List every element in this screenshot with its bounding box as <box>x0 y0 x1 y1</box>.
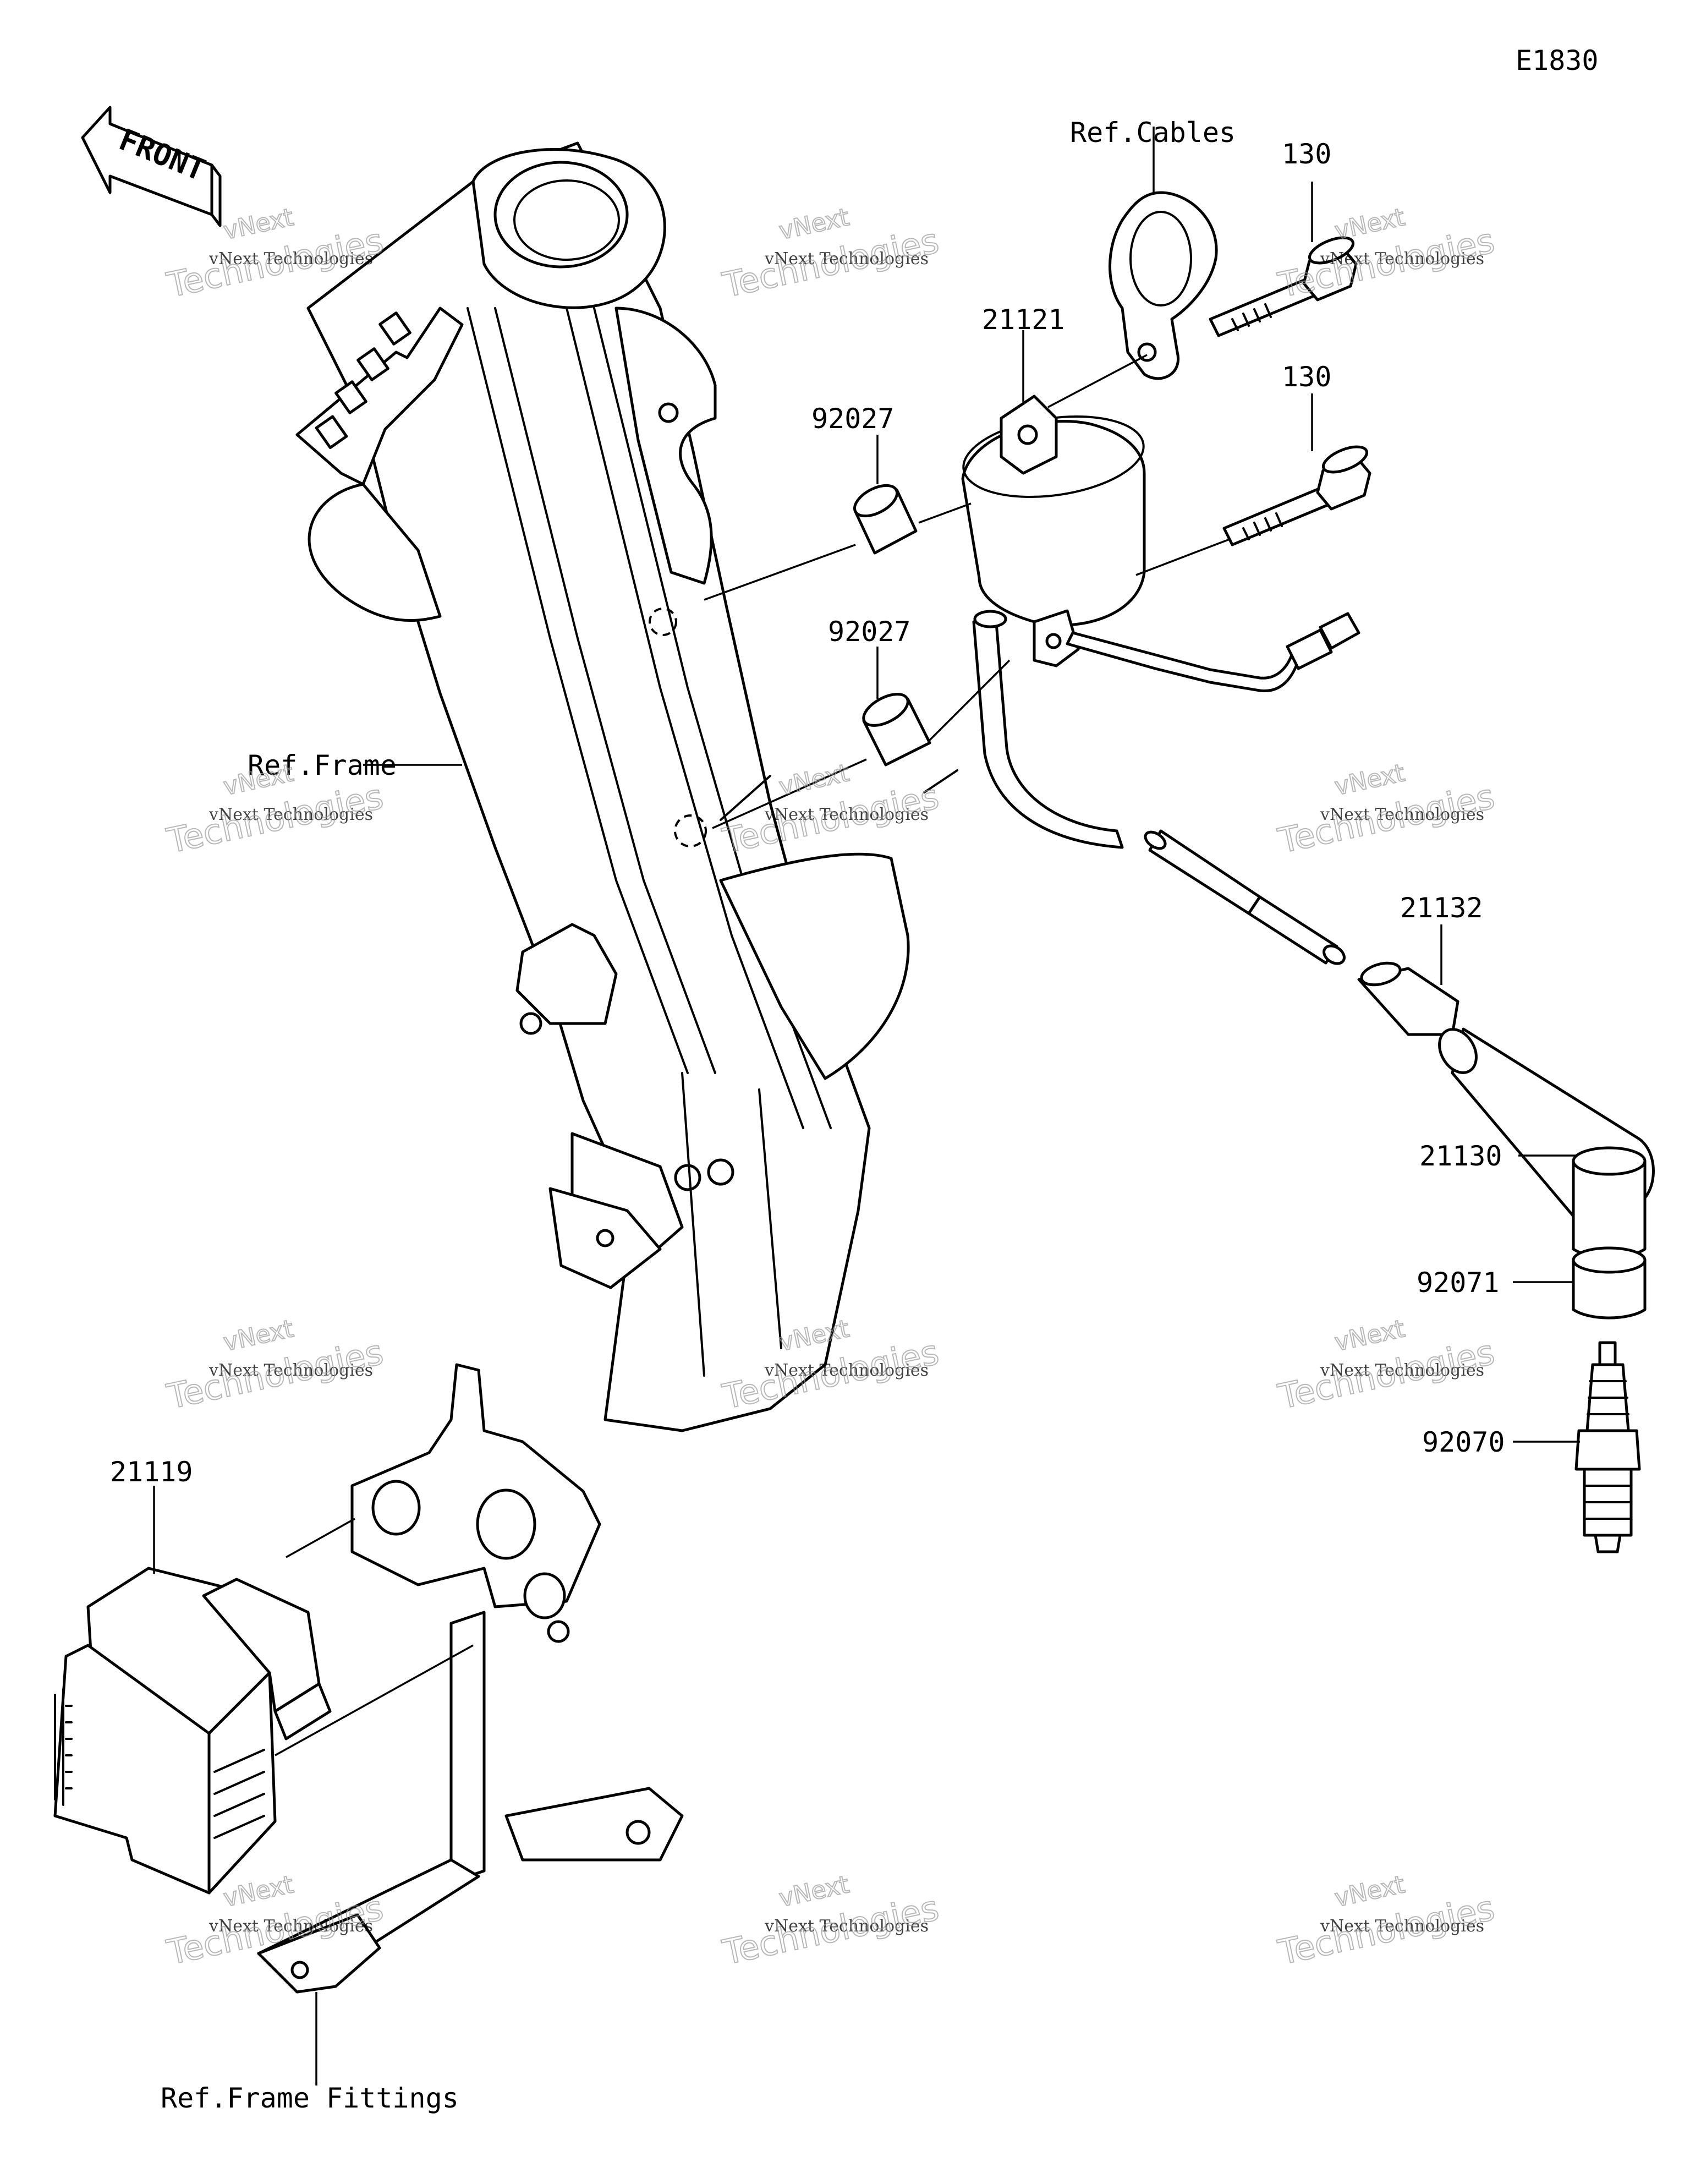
watermark-brand: vNext <box>777 203 852 245</box>
label-collar-top: 92027 <box>811 403 895 435</box>
spark-plug <box>1574 1341 1641 1553</box>
watermark-company: vNext Technologies <box>208 805 373 824</box>
watermark-company: vNext Technologies <box>208 1917 373 1936</box>
label-bolt-mid: 130 <box>1282 361 1331 393</box>
ht-lead-end <box>1144 829 1346 965</box>
cable-clamp <box>1109 191 1218 380</box>
watermark-brand: vNext <box>777 759 852 801</box>
label-spark-plug: 92070 <box>1422 1426 1505 1458</box>
label-bolt-top: 130 <box>1282 138 1331 170</box>
label-ref-frame: Ref.Frame <box>248 749 397 781</box>
collar-bottom <box>862 693 931 767</box>
watermark-brand: vNext <box>221 1315 296 1357</box>
label-cap-ring: 92071 <box>1417 1267 1500 1299</box>
frame <box>295 141 958 1432</box>
watermark-company: vNext Technologies <box>1320 1917 1484 1936</box>
label-cap: 21130 <box>1419 1140 1502 1172</box>
watermark-brand: vNext <box>221 759 296 801</box>
cdi-unit <box>53 1567 332 1895</box>
watermark-brand: vNext <box>1332 1870 1407 1913</box>
watermark-brand: vNext <box>1332 203 1407 245</box>
bolt-mid <box>1222 445 1371 546</box>
front-arrow-icon: FRONT <box>81 106 222 227</box>
watermark-company: vNext Technologies <box>764 249 929 269</box>
cap-ring <box>1572 1246 1647 1320</box>
watermark-company: vNext Technologies <box>1320 805 1484 824</box>
watermark-brand: vNext <box>777 1870 852 1913</box>
watermark-company: vNext Technologies <box>764 1361 929 1380</box>
diagram-code: E1830 <box>1516 45 1599 76</box>
watermark-company: vNext Technologies <box>1320 249 1484 269</box>
watermark-brand: vNext <box>1332 759 1407 801</box>
watermark-brand: vNext <box>221 1870 296 1913</box>
frame-fittings-bracket <box>257 1363 684 1994</box>
seal <box>1357 961 1459 1036</box>
watermark-company: vNext Technologies <box>208 1361 373 1380</box>
label-collar-bottom: 92027 <box>828 616 911 648</box>
callout-labels: E1830 Ref.Cables 130 21121 130 92027 920… <box>110 45 1599 2114</box>
watermark-company: vNext Technologies <box>1320 1361 1484 1380</box>
label-seal: 21132 <box>1400 892 1483 924</box>
label-coil: 21121 <box>982 304 1065 336</box>
label-ref-frame-fittings: Ref.Frame Fittings <box>161 2082 459 2114</box>
label-ref-cables: Ref.Cables <box>1070 117 1236 149</box>
bolt-top <box>1209 236 1358 337</box>
watermark-company: vNext Technologies <box>764 1917 929 1936</box>
label-cdi-unit: 21119 <box>110 1456 193 1488</box>
ignition-coil <box>961 395 1360 849</box>
plug-cap <box>1438 1027 1655 1259</box>
watermark-brand: vNext <box>1332 1315 1407 1357</box>
leader-lines <box>153 127 1580 2086</box>
collar-top <box>853 484 918 555</box>
watermark-company: vNext Technologies <box>764 805 929 824</box>
watermark-company: vNext Technologies <box>208 249 373 269</box>
watermark-brand: vNext <box>221 203 296 245</box>
